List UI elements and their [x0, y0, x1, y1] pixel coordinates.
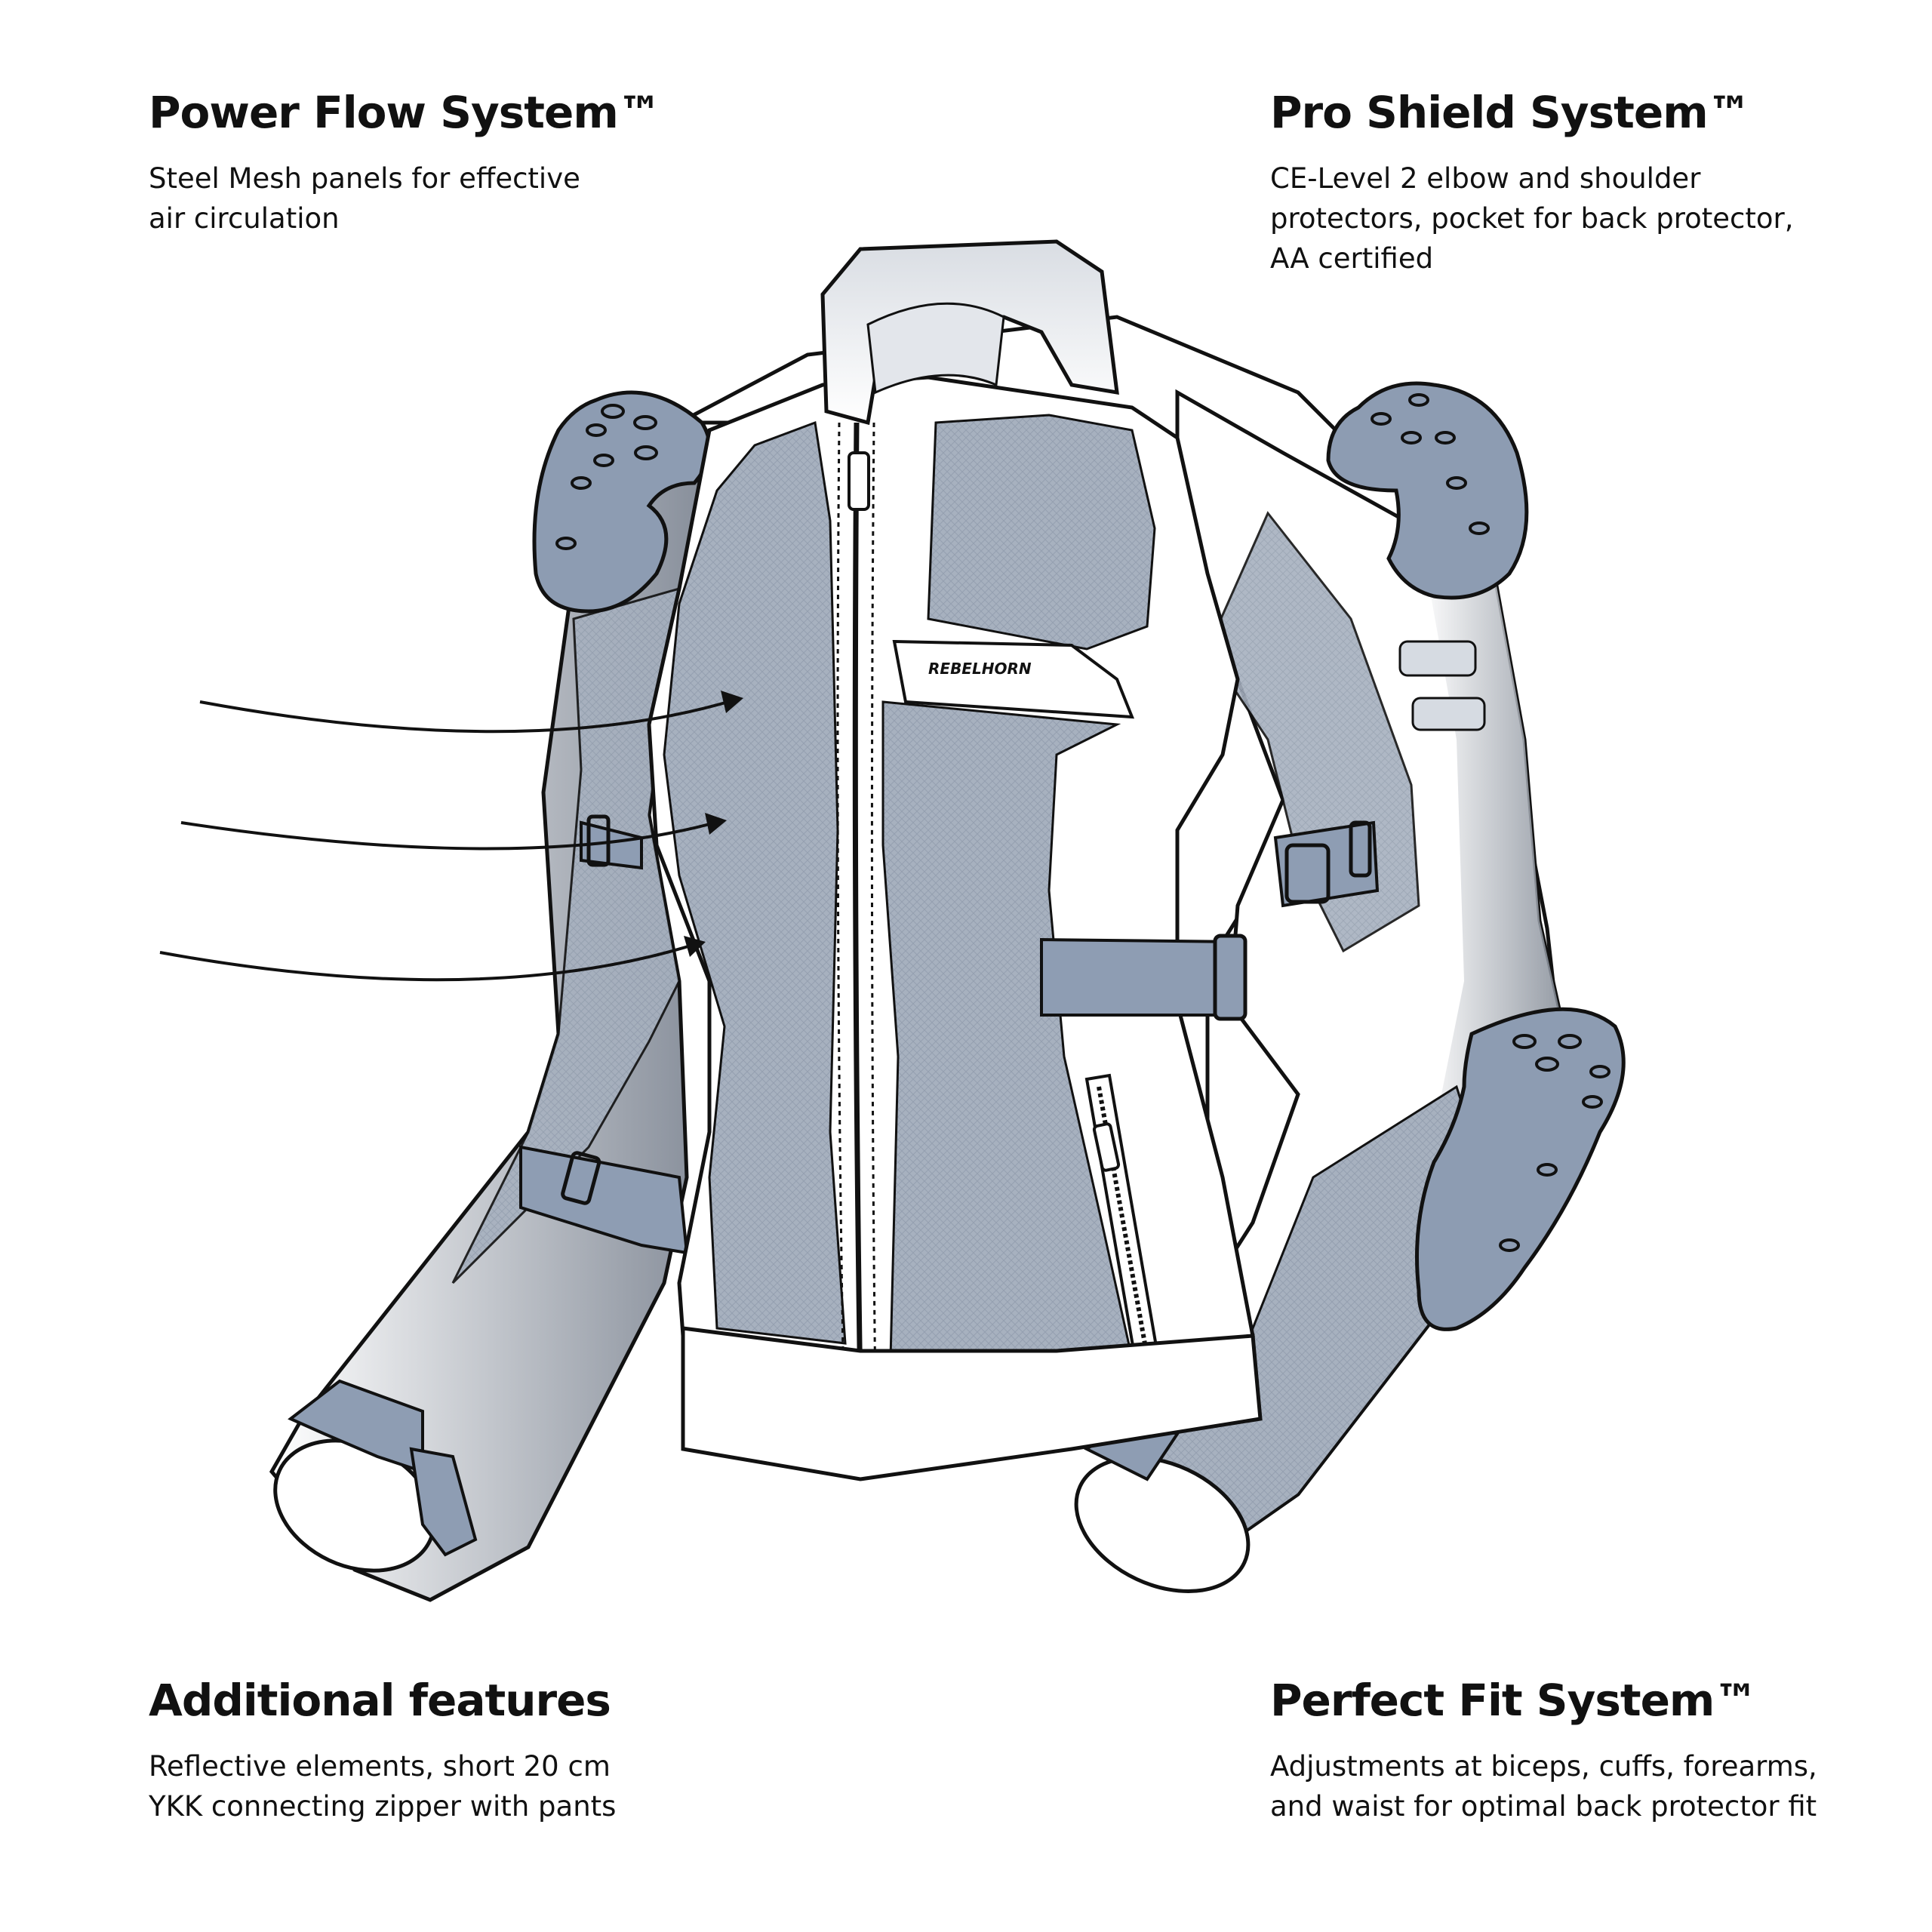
right-shoulder-protector [1326, 381, 1529, 600]
zipper-pull [848, 451, 870, 511]
arrowhead [684, 936, 706, 957]
left-bicep-buckle [586, 814, 611, 867]
hem-band [681, 1326, 1263, 1481]
brand-label-patch [892, 639, 1135, 719]
waist-strap [1040, 937, 1239, 1017]
callout-description: Steel Mesh panels for effective air circ… [149, 158, 768, 238]
airflow-arrow [180, 820, 721, 851]
airflow-arrow [159, 942, 699, 982]
callout-description: Adjustments at biceps, cuffs, forearms, … [1270, 1746, 1889, 1826]
callout-title: Power Flow System™ [149, 87, 662, 138]
callout-title: Additional features [149, 1675, 611, 1726]
left-cuff-band [409, 1447, 478, 1557]
callout-title: Perfect Fit System™ [1270, 1675, 1758, 1726]
callout-pro-shield: Pro Shield System™ CE-Level 2 elbow and … [1270, 87, 1844, 278]
pocket-zipper-pull [1092, 1122, 1121, 1172]
airflow-arrow [199, 698, 737, 734]
callout-line: AA certified [1270, 242, 1434, 275]
right-chest-mesh-upper [927, 414, 1156, 651]
right-bicep-buckle-small [1349, 820, 1372, 878]
left-shoulder-protector [532, 390, 712, 614]
airflow-arrowheads [684, 691, 743, 957]
callout-line: YKK connecting zipper with pants [149, 1789, 617, 1823]
callout-line: Adjustments at biceps, cuffs, forearms, [1270, 1749, 1817, 1783]
arrowhead [721, 691, 743, 713]
arrowhead [705, 813, 727, 835]
callout-line: and waist for optimal back protector fit [1270, 1789, 1817, 1823]
callout-additional-features: Additional features Reflective elements,… [149, 1675, 768, 1826]
callout-line: protectors, pocket for back protector, [1270, 202, 1794, 235]
callout-title: Pro Shield System™ [1270, 87, 1752, 138]
callout-description: Reflective elements, short 20 cm YKK con… [149, 1746, 768, 1826]
right-cuff-opening [1074, 1456, 1251, 1593]
left-forearm-strap [519, 1145, 689, 1255]
collar [820, 239, 1119, 426]
right-bicep-buckle [1284, 843, 1331, 904]
right-torso-mesh-lower [881, 700, 1134, 1360]
callout-line: Steel Mesh panels for effective [149, 162, 580, 195]
left-shoulder-vents [555, 404, 658, 550]
left-forearm-buckle [561, 1151, 601, 1205]
right-elbow-vents [1499, 1034, 1611, 1252]
callout-description: CE-Level 2 elbow and shoulder protectors… [1270, 158, 1844, 278]
callout-power-flow: Power Flow System™ Steel Mesh panels for… [149, 87, 768, 238]
reflective-stripe [1411, 697, 1486, 731]
callout-line: CE-Level 2 elbow and shoulder [1270, 162, 1701, 195]
waist-strap-buckle [1213, 934, 1247, 1021]
right-elbow-protector [1415, 1007, 1626, 1331]
callout-line: Reflective elements, short 20 cm [149, 1749, 611, 1783]
callout-line: air circulation [149, 202, 340, 235]
callout-perfect-fit: Perfect Fit System™ Adjustments at bicep… [1270, 1675, 1889, 1826]
reflective-stripe [1398, 640, 1477, 677]
left-bicep-strap [580, 820, 643, 870]
brand-label: REBELHORN [928, 660, 1032, 678]
airflow-arrows [159, 698, 737, 982]
left-chest-mesh [663, 420, 847, 1345]
right-shoulder-vents [1371, 393, 1490, 535]
center-zipper [836, 422, 877, 1397]
collar-inner [866, 302, 1005, 395]
